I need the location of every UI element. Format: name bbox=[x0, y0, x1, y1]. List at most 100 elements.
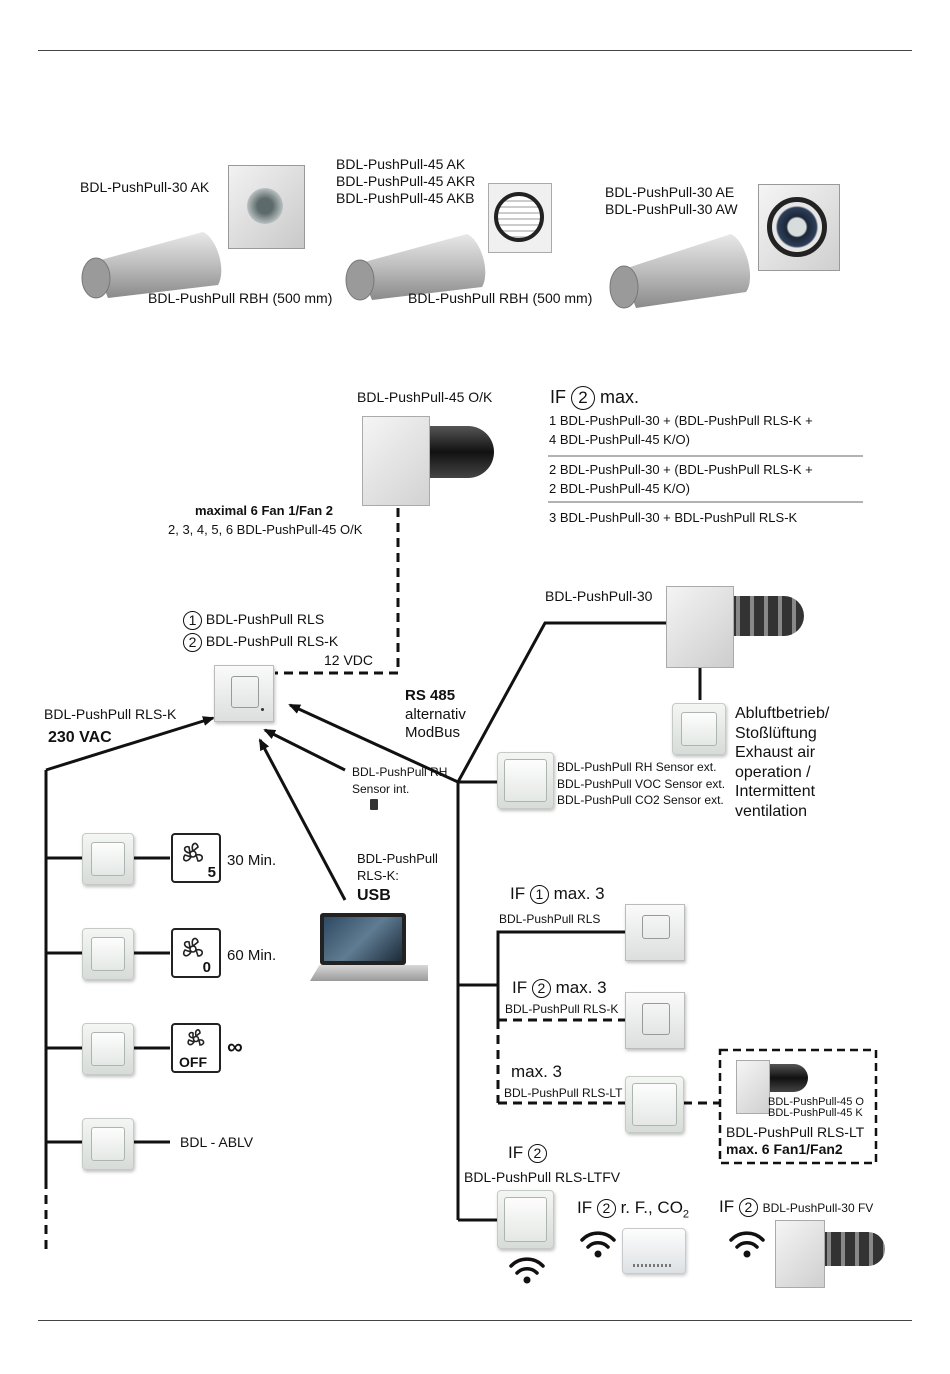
off-switch[interactable] bbox=[82, 1023, 134, 1075]
rs485-title: RS 485 bbox=[405, 687, 456, 704]
exhaust-line-6: ventilation bbox=[735, 802, 808, 820]
pipe2-label: BDL-PushPull RBH (500 mm) bbox=[408, 290, 593, 306]
lt-box-line-3: BDL-PushPull RLS-LT bbox=[726, 1124, 865, 1140]
lt-fan-image bbox=[736, 1058, 816, 1114]
if-row-2-line-1: 2 BDL-PushPull-30 + (BDL-PushPull RLS-K … bbox=[549, 462, 813, 477]
exhaust-text: Abluftbetrieb/ Stoßlüftung Exhaust air o… bbox=[735, 704, 829, 821]
rh-sensor-icon bbox=[370, 799, 378, 810]
if-row-3-line-1: 3 BDL-PushPull-30 + BDL-PushPull RLS-K bbox=[549, 510, 798, 525]
interface-2-badge: 2 bbox=[738, 1198, 758, 1218]
fan-off-icon: OFF bbox=[171, 1023, 221, 1073]
if2-suffix: max. 3 bbox=[555, 978, 607, 997]
if1-suffix: max. 3 bbox=[553, 884, 605, 903]
product-30ae-label-2: BDL-PushPull-30 AW bbox=[605, 201, 738, 217]
product-30ak-image bbox=[228, 165, 305, 249]
controller-rlsk-label: 2 BDL-PushPull RLS-K bbox=[183, 633, 338, 652]
if-row-1-line-2: 4 BDL-PushPull-45 K/O) bbox=[549, 432, 690, 447]
pp30-image bbox=[666, 578, 811, 670]
rh-int-line-2: Sensor int. bbox=[352, 782, 410, 796]
pp30-label: BDL-PushPull-30 bbox=[545, 588, 653, 604]
laptop-image bbox=[310, 913, 430, 985]
interface-2-badge: 2 bbox=[531, 979, 551, 999]
interface-1-badge: 1 bbox=[529, 885, 549, 905]
wifi-icon bbox=[507, 1254, 547, 1286]
product-45ak-label-2: BDL-PushPull-45 AKR bbox=[336, 173, 476, 189]
if1-heading: IF 1 max. 3 bbox=[510, 884, 605, 905]
exhaust-line-3: Exhaust air bbox=[735, 744, 816, 761]
fan45-list: 2, 3, 4, 5, 6 BDL-PushPull-45 O/K bbox=[168, 522, 363, 537]
if2-prefix: IF bbox=[512, 978, 528, 997]
switch-1-label: 30 Min. bbox=[227, 852, 277, 869]
if-prefix: IF bbox=[550, 387, 566, 407]
exhaust-line-1: Abluftbetrieb/ bbox=[735, 705, 830, 722]
fv30-heading: IF 2 BDL-PushPull-30 FV bbox=[719, 1197, 874, 1218]
usb-line-1: BDL-PushPull bbox=[357, 851, 438, 866]
boost-switch-30min[interactable] bbox=[82, 833, 134, 885]
if2-heading: IF 2 max. 3 bbox=[512, 978, 607, 999]
rls-ltfv-device bbox=[497, 1190, 554, 1249]
infinity-label: ∞ bbox=[227, 1034, 243, 1059]
if-row-1-line-1: 1 BDL-PushPull-30 + (BDL-PushPull RLS-K … bbox=[549, 413, 813, 428]
pipe1-label: BDL-PushPull RBH (500 mm) bbox=[148, 290, 333, 306]
ablv-label: BDL - ABLV bbox=[180, 1134, 254, 1150]
co2-subscript: 2 bbox=[682, 1208, 690, 1221]
rh-int-line-1: BDL-PushPull RH bbox=[352, 765, 448, 779]
lt-label: BDL-PushPull RLS-LT bbox=[504, 1086, 623, 1100]
fan45-image bbox=[362, 412, 502, 512]
sensor-voc: BDL-PushPull VOC Sensor ext. bbox=[557, 776, 726, 791]
switch-2-label: 60 Min. bbox=[227, 947, 277, 964]
exhaust-line-4: operation / bbox=[735, 763, 811, 781]
boost-switch-60min[interactable] bbox=[82, 928, 134, 980]
rls-lt-device bbox=[625, 1076, 684, 1133]
header-rule bbox=[38, 50, 912, 51]
controller-device bbox=[214, 665, 274, 722]
if2-label: BDL-PushPull RLS-K bbox=[505, 1002, 619, 1016]
sensor-list: BDL-PushPull RH Sensor ext. BDL-PushPull… bbox=[557, 759, 725, 809]
duct-pipe-2 bbox=[342, 232, 487, 302]
duct-pipe-1 bbox=[78, 230, 223, 300]
wifi-icon bbox=[578, 1228, 618, 1260]
rs485-line3: ModBus bbox=[405, 724, 461, 741]
fv30-label: BDL-PushPull-30 FV bbox=[762, 1201, 874, 1215]
usb-line-2: RLS-K: bbox=[357, 868, 399, 883]
fan45-label: BDL-PushPull-45 O/K bbox=[357, 389, 493, 405]
duct-pipe-3 bbox=[606, 232, 751, 312]
ltfv-prefix: IF bbox=[508, 1143, 524, 1162]
fan-off-text: OFF bbox=[179, 1054, 207, 1070]
product-30ak-label: BDL-PushPull-30 AK bbox=[80, 179, 210, 195]
co2-heading: IF 2 r. F., CO2 bbox=[577, 1198, 689, 1224]
fan-level-5-icon: 5 bbox=[171, 833, 221, 883]
vac-label: 230 VAC bbox=[48, 729, 112, 746]
ltfv-label: BDL-PushPull RLS-LTFV bbox=[464, 1169, 621, 1185]
product-45ak-image bbox=[488, 183, 552, 253]
interface-2-badge: 2 bbox=[183, 633, 202, 652]
exhaust-line-5: Intermittent bbox=[735, 783, 816, 800]
fan-level-0-icon: 0 bbox=[171, 928, 221, 978]
usb-line-3: USB bbox=[357, 887, 391, 904]
interface-2-badge: 2 bbox=[571, 386, 596, 411]
ablv-switch[interactable] bbox=[82, 1118, 134, 1170]
external-sensor-device bbox=[497, 752, 554, 809]
product-45ak-label-3: BDL-PushPull-45 AKB bbox=[336, 190, 475, 206]
lt-box-line-2: BDL-PushPull-45 K bbox=[768, 1107, 863, 1119]
product-30ae-image bbox=[758, 184, 840, 271]
lt-heading: max. 3 bbox=[511, 1062, 563, 1081]
interface-1-badge: 1 bbox=[183, 611, 202, 630]
fv30-image bbox=[775, 1218, 890, 1290]
if1-prefix: IF bbox=[510, 884, 526, 903]
interface-2-badge: 2 bbox=[527, 1144, 547, 1164]
exhaust-line-2: Stoßlüftung bbox=[735, 724, 817, 742]
wifi-icon bbox=[727, 1228, 767, 1260]
lt-box-line-1: BDL-PushPull-45 O bbox=[768, 1096, 864, 1108]
sensor-rh: BDL-PushPull RH Sensor ext. bbox=[557, 760, 717, 774]
rlsk-left-label: BDL-PushPull RLS-K bbox=[44, 706, 177, 722]
exhaust-switch[interactable] bbox=[672, 703, 726, 755]
fv30-prefix: IF bbox=[719, 1197, 735, 1216]
rls-device bbox=[625, 904, 685, 961]
ltfv-heading: IF 2 bbox=[508, 1143, 547, 1164]
fan-level-0-digit: 0 bbox=[202, 959, 211, 976]
if-max-heading: IF 2 max. bbox=[550, 386, 639, 411]
if1-label: BDL-PushPull RLS bbox=[499, 912, 601, 926]
interface-2-badge: 2 bbox=[596, 1199, 616, 1219]
